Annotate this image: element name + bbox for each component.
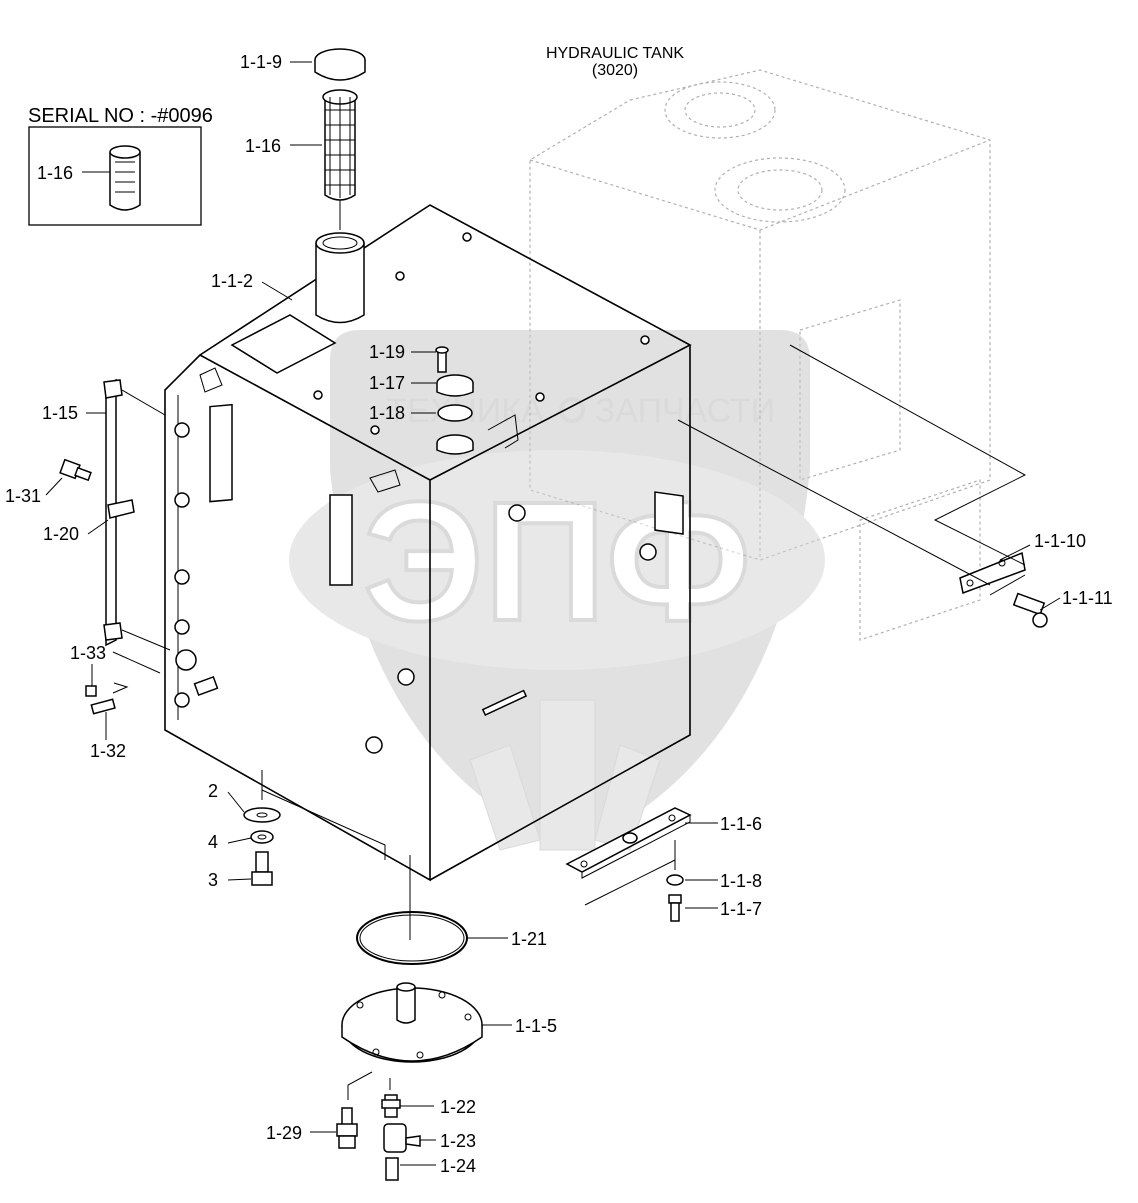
fitting-1-32 (90, 698, 116, 715)
strainer-variant-icon (109, 145, 141, 211)
bolt-1-31 (59, 458, 92, 482)
diagram-title: HYDRAULIC TANK (546, 45, 684, 62)
callout-1-1-11: 1-1-11 (1062, 588, 1113, 608)
callout-1-1-2: 1-1-2 (211, 271, 253, 291)
callout-1-21: 1-21 (511, 929, 547, 949)
diagram-title-code: (3020) (592, 62, 638, 79)
side-bolt-row (174, 422, 197, 708)
callout-1-16: 1-16 (245, 136, 281, 156)
callout-1-19: 1-19 (369, 342, 405, 362)
callout-3: 3 (208, 870, 218, 890)
callout-4: 4 (208, 832, 218, 852)
callout-2: 2 (208, 781, 218, 801)
mounting-hardware-left (243, 770, 386, 886)
callout-1-1-7: 1-1-7 (720, 899, 762, 919)
callout-1-24: 1-24 (440, 1156, 476, 1176)
leader-lines (45, 61, 1061, 1166)
bracket-assembly-right (677, 344, 1048, 628)
gear-icon (559, 397, 585, 423)
callout-1-18: 1-18 (369, 403, 405, 423)
strainer-element (322, 89, 358, 201)
callout-1-20: 1-20 (43, 524, 79, 544)
serial-variant-box (28, 126, 202, 226)
bottom-cover-plate (341, 982, 483, 1100)
callout-labels: 1-1-9 1-16 1-1-2 1-19 1-17 1-18 1-15 1-3… (5, 52, 1113, 1176)
watermark-right-text: ЗАПЧАСТИ (595, 392, 776, 430)
callout-1-32: 1-32 (90, 741, 126, 761)
strainer-cap (314, 48, 366, 81)
drain-fittings (336, 1094, 421, 1181)
callout-1-33: 1-33 (70, 643, 106, 663)
serial-label: SERIAL NO : -#0096 (28, 105, 213, 127)
callout-1-29: 1-29 (266, 1123, 302, 1143)
bolt-1-1-11 (1012, 592, 1048, 628)
callout-1-31: 1-31 (5, 486, 41, 506)
level-gauge-assembly (59, 378, 171, 715)
watermark-logo: ЭПФ (363, 467, 751, 657)
callout-1-1-10: 1-1-10 (1034, 531, 1086, 551)
air-breather-stack (435, 346, 519, 455)
callout-1-22: 1-22 (440, 1097, 476, 1117)
wheat-emblem-icon (469, 699, 661, 851)
bracket-assembly-bottom (565, 807, 692, 922)
callout-1-1-6: 1-1-6 (720, 814, 762, 834)
callout-1-17: 1-17 (369, 373, 405, 393)
bolt-1-33 (85, 685, 97, 697)
hydraulic-tank-body (164, 204, 692, 882)
filler-neck (315, 232, 365, 324)
o-ring (356, 855, 468, 965)
callout-1-1-8: 1-1-8 (720, 871, 762, 891)
callout-1-15: 1-15 (42, 403, 78, 423)
top-cover-plate (230, 314, 337, 374)
callout-1-1-5: 1-1-5 (515, 1016, 557, 1036)
callout-1-1-9: 1-1-9 (240, 52, 282, 72)
callout-1-23: 1-23 (440, 1131, 476, 1151)
serial-part-label: 1-16 (37, 163, 73, 183)
